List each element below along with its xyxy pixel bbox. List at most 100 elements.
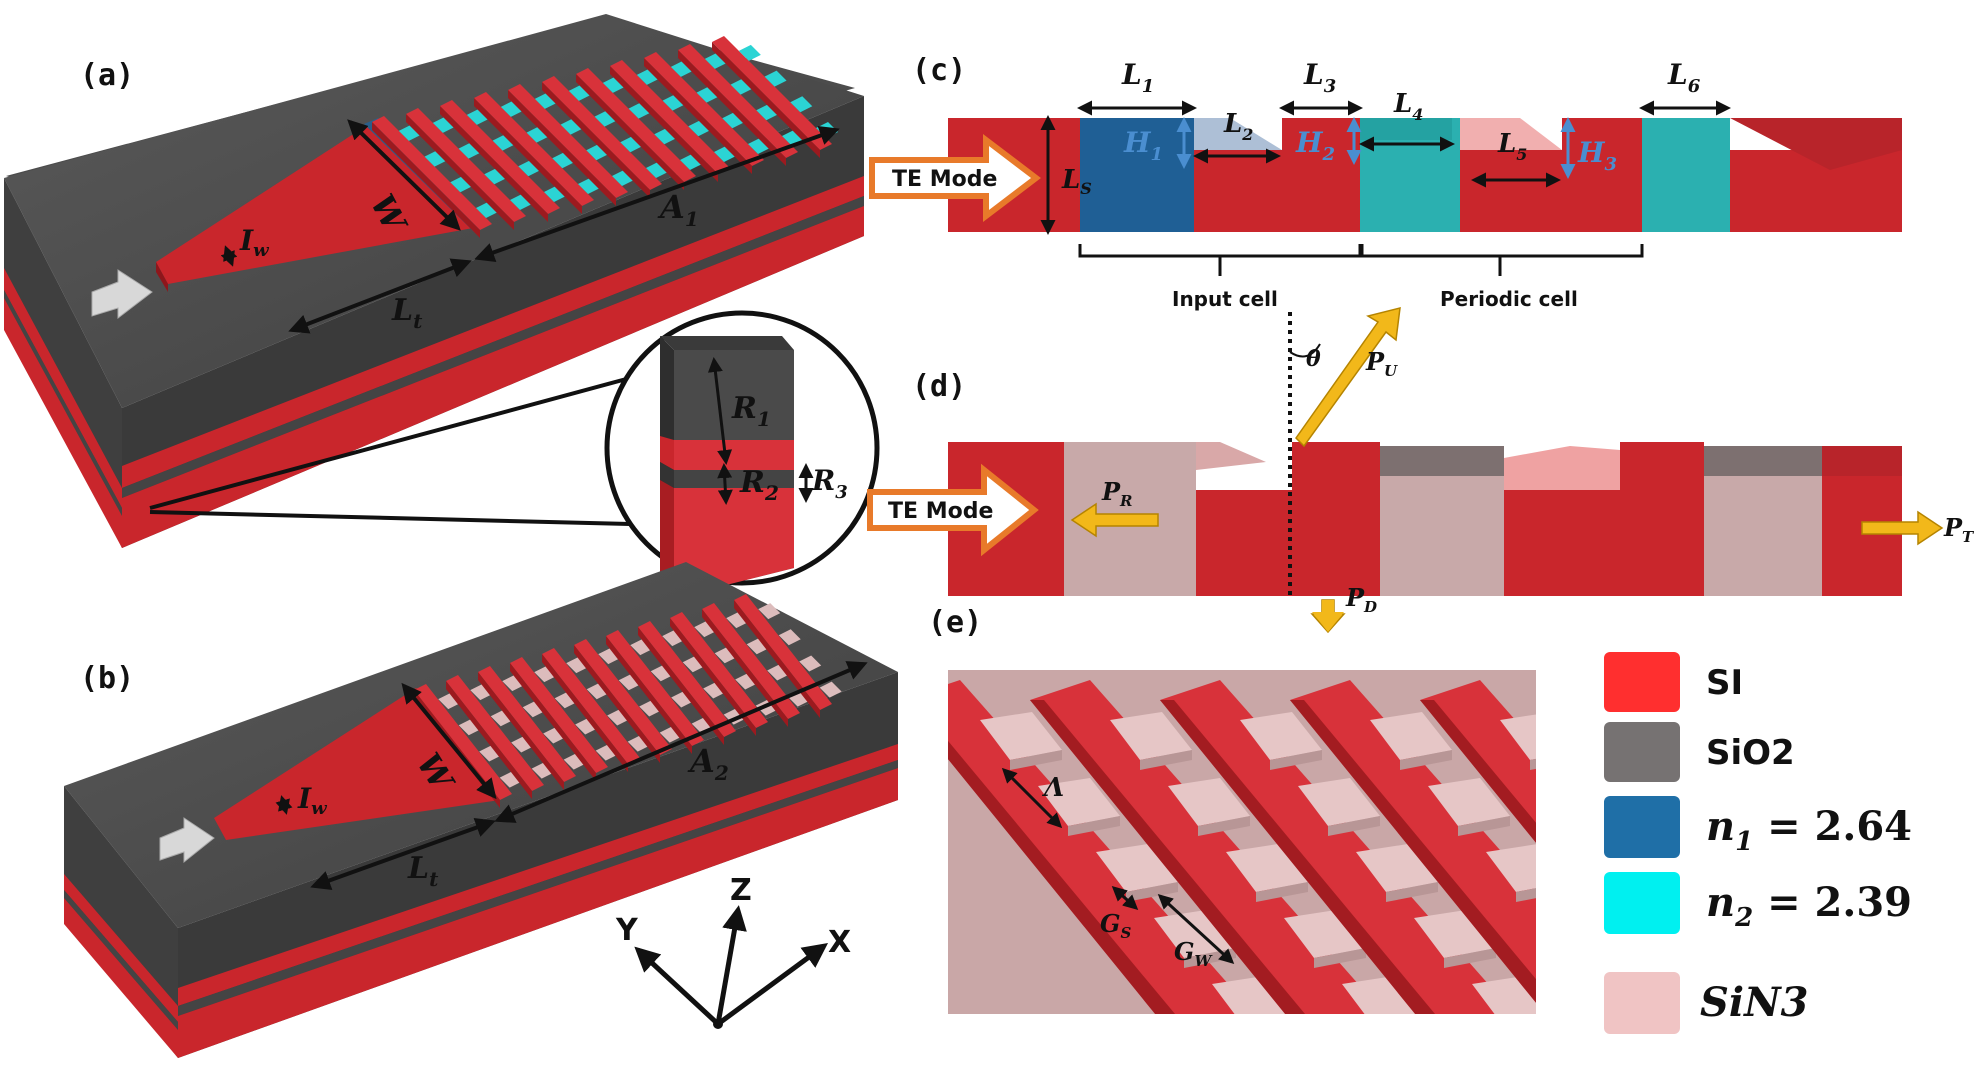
pad-e-side (1256, 882, 1308, 902)
grating-pad (726, 612, 749, 629)
pt-label: PT (1943, 513, 1975, 546)
r1-label: R1 (731, 391, 771, 431)
l2-label: L2 (1223, 109, 1253, 144)
pad-e-side (1530, 758, 1536, 770)
legend-label-n2: n2 = 2.39 (1706, 879, 1912, 933)
grating-pad (778, 629, 801, 646)
x-axis-label: X (828, 925, 851, 960)
pad-e (980, 712, 1062, 760)
l3-label: L3 (1303, 58, 1336, 97)
sin-block-2 (1380, 476, 1504, 596)
pad-e-side (1444, 948, 1496, 968)
panel-d-label: (d) (912, 369, 966, 404)
pt-arrow (1861, 510, 1944, 546)
grating-pad (662, 630, 685, 647)
pad-e (1298, 778, 1380, 826)
pad-e-side (1502, 1014, 1554, 1034)
input-cell-brace (1078, 244, 1362, 276)
pad-e-side (1328, 816, 1380, 836)
pad-e-side (1458, 816, 1510, 836)
te-mode-label-d: TE Mode (888, 499, 993, 524)
lambda-label: Λ (1041, 773, 1064, 803)
input-arrow (91, 269, 153, 320)
grating-pad (594, 110, 617, 127)
h3-label: H3 (1577, 136, 1617, 175)
l1-label: L1 (1121, 58, 1154, 97)
pr-arrow (1070, 502, 1159, 538)
l4-label: L4 (1393, 89, 1423, 124)
iw-label-b: Iw (297, 782, 328, 819)
pad-e (1862, 976, 1944, 1024)
pad-e-side (1400, 750, 1452, 770)
panel-c: (c) TE Mode LS L1 L2 L3 L4 L5 L6 H (869, 53, 1902, 311)
r2-label: R2 (739, 465, 779, 505)
pad-e-side (1068, 816, 1120, 836)
gw-label: GW (1174, 937, 1214, 970)
h2-label: H2 (1295, 126, 1335, 165)
grating-pad (568, 84, 591, 101)
pad-e-side (1372, 1014, 1424, 1034)
input-arrow-b (159, 817, 215, 864)
lt-dimension-arrow (288, 258, 472, 334)
panel-c-label: (c) (912, 53, 966, 88)
grating-pad (756, 104, 779, 121)
panel-e: (e) Λ GS GW (928, 605, 1944, 1034)
legend-label-si: SI (1706, 663, 1743, 703)
theta-label: θ (1306, 346, 1321, 372)
pad-e (1370, 712, 1452, 760)
pad-e-side (1010, 750, 1062, 770)
ridge-e-side (1420, 700, 1536, 843)
pad-e (1212, 976, 1294, 1014)
grating-pad (670, 60, 693, 77)
pad-e (1110, 712, 1192, 760)
panel-e-label: (e) (928, 605, 982, 640)
r3-label: R3 (811, 464, 848, 503)
w-dimension-arrow-b (401, 682, 497, 800)
periodic-cell-brace (1360, 244, 1644, 276)
panel-a: (a) W Iw A1 Lt (4, 14, 880, 598)
grating-pad (602, 76, 625, 93)
pad-e-side (1270, 750, 1322, 770)
pr-label: PR (1101, 477, 1133, 510)
pad-e-side (1386, 882, 1438, 902)
legend-swatch-sin3 (1604, 972, 1680, 1034)
grating-pad (704, 52, 727, 69)
grating-pad (696, 86, 719, 103)
sin-block-3 (1704, 476, 1822, 596)
legend-label-sio2: SiO2 (1706, 733, 1795, 773)
grating-pad (466, 108, 489, 125)
pad-e (1168, 778, 1250, 826)
legend-label-sin3: SiN3 (1700, 979, 1808, 1026)
l6-label: L6 (1667, 58, 1701, 97)
a1-label: A1 (657, 188, 699, 231)
pad-e-side (1126, 882, 1178, 902)
iw-label: Iw (239, 224, 270, 261)
grating-pad (738, 44, 761, 61)
grating-pad (636, 68, 659, 85)
zoom-line-bottom (149, 510, 631, 526)
pad-e-side (1198, 816, 1250, 836)
grating-pad (500, 100, 523, 117)
n2-block-2 (1642, 118, 1730, 232)
pad-e-side (1834, 948, 1886, 968)
panel-a-label: (a) (80, 58, 134, 93)
pad-e-side (1242, 1014, 1294, 1034)
l5-label: L5 (1497, 129, 1527, 164)
zoom-line-top (149, 376, 631, 510)
y-axis (634, 946, 720, 1026)
pu-arrow (1295, 307, 1401, 448)
iw-dimension-arrow (220, 245, 238, 267)
pad-e-side (1140, 750, 1192, 770)
coordinate-axes: Y Z X (615, 873, 851, 1029)
te-mode-arrow-d (867, 463, 1039, 557)
ls-label: LS (1061, 165, 1092, 198)
pad-e (1428, 778, 1510, 826)
panel-b-label: (b) (80, 661, 134, 696)
grating-pad (694, 621, 717, 638)
pad-e (1096, 844, 1178, 892)
legend-swatch-n1 (1604, 796, 1680, 858)
grating-pad (714, 647, 737, 664)
grating-pad (722, 112, 745, 129)
te-mode-label-c: TE Mode (892, 167, 997, 192)
grating-pad (790, 96, 813, 113)
